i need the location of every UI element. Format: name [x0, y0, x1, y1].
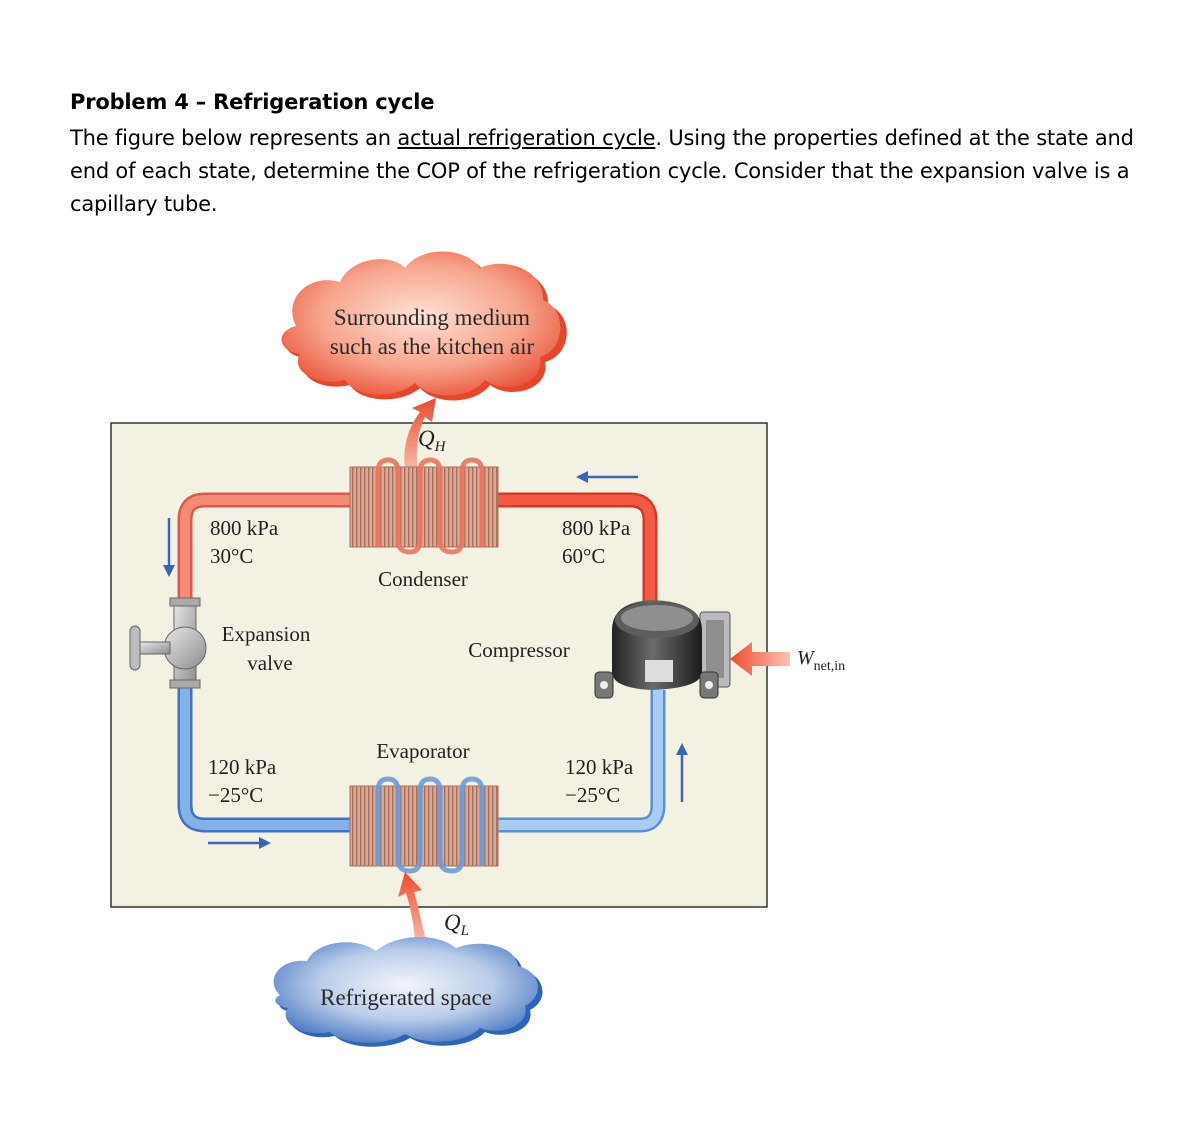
state-compressor-inlet-temperature: −25°C [565, 783, 620, 807]
expansion-valve-icon [129, 597, 207, 689]
problem-text-after: . Using the properties defined at the st… [70, 126, 1134, 216]
flow-arrows [163, 471, 688, 849]
state-compressor-inlet-pressure: 120 kPa [565, 755, 634, 779]
bottom-cloud-label: Refrigerated space [320, 985, 492, 1010]
state-condenser-exit-temperature: 30°C [210, 544, 253, 568]
problem-text-before: The figure below represents an [70, 126, 398, 150]
condenser-label: Condenser [378, 567, 468, 591]
heat-in-label: QL [444, 910, 469, 939]
heat-out-label: QH [418, 426, 447, 455]
surrounding-medium-cloud: Surrounding medium such as the kitchen a… [281, 251, 567, 401]
problem-title: Problem 4 – Refrigeration cycle [70, 90, 435, 114]
problem-text-underlined: actual refrigeration cycle [397, 126, 656, 150]
refrigerated-space-cloud: Refrigerated space [273, 937, 543, 1047]
evaporator-label: Evaporator [376, 739, 469, 763]
condenser-coil [349, 457, 499, 555]
work-in-arrow [730, 642, 790, 676]
heat-in-arrow [398, 872, 428, 948]
expansion-valve-label-line2: valve [247, 651, 292, 675]
refrigerant-loop [177, 492, 666, 833]
state-condenser-exit-pressure: 800 kPa [210, 516, 279, 540]
state-evaporator-inlet-pressure: 120 kPa [208, 755, 277, 779]
compressor-label: Compressor [468, 638, 570, 662]
top-cloud-line1: Surrounding medium [334, 305, 530, 330]
top-cloud-line2: such as the kitchen air [330, 334, 535, 359]
state-compressor-exit-temperature: 60°C [562, 544, 605, 568]
expansion-valve-label-line1: Expansion [222, 622, 311, 646]
state-evaporator-inlet-temperature: −25°C [208, 783, 263, 807]
work-label: Wnet,in [797, 647, 845, 674]
compressor-icon [594, 600, 731, 699]
state-compressor-exit-pressure: 800 kPa [562, 516, 631, 540]
evaporator-coil [349, 776, 499, 874]
problem-statement: The figure below represents an actual re… [70, 122, 1150, 221]
heat-out-arrow [404, 398, 436, 468]
